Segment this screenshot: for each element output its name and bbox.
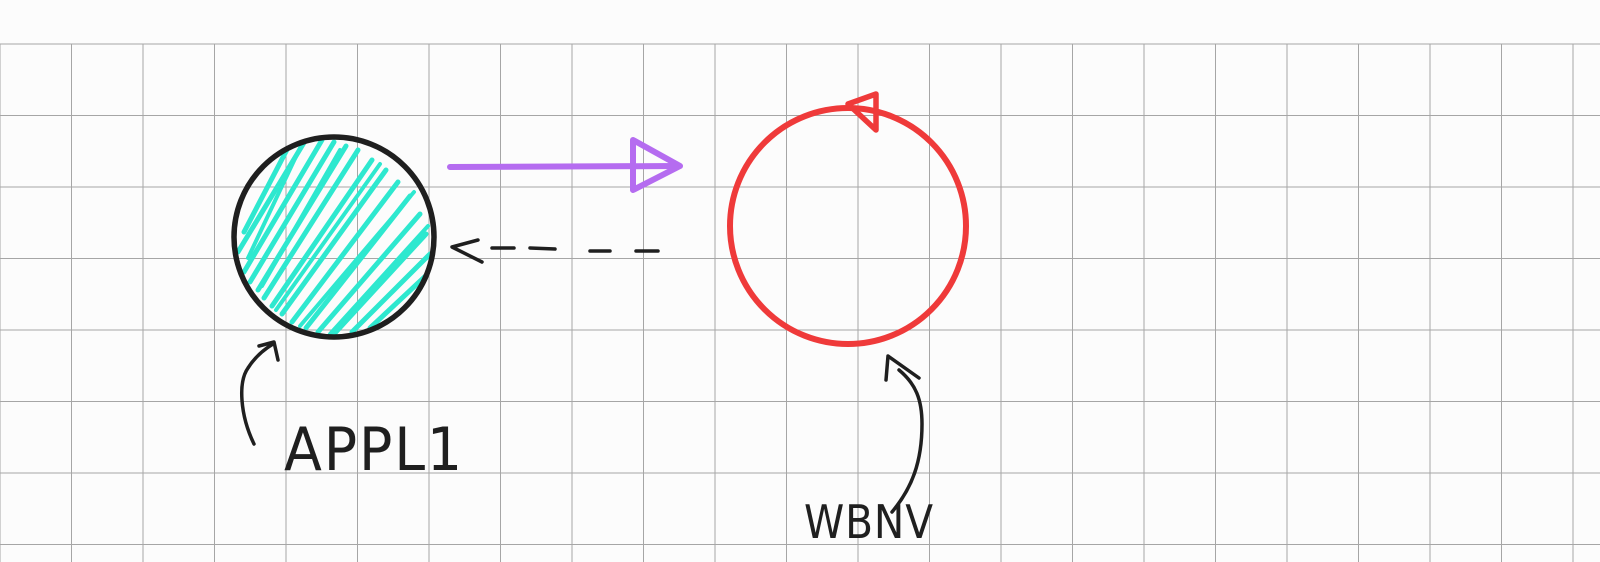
wbnv-pointer-arrow (884, 354, 924, 514)
edge-wbnv-to-appl1[interactable] (450, 238, 660, 264)
open-chevron-arrowhead (450, 238, 484, 264)
appl1-hatch-strokes-2 (246, 146, 430, 336)
open-triangle-arrowhead (630, 137, 683, 193)
appl1-circle (231, 134, 437, 340)
node-appl1[interactable] (231, 134, 437, 340)
node-wbnv[interactable] (727, 91, 969, 347)
edge-appl1-to-wbnv[interactable] (447, 137, 683, 193)
wbnv-circle (727, 105, 969, 347)
appl1-pointer-arrow (240, 340, 280, 446)
edge-line (447, 163, 681, 170)
wbnv-self-loop-arrowhead (845, 91, 879, 133)
wbnv-label: WBNV (804, 495, 934, 549)
appl1-label: APPL1 (284, 415, 464, 485)
dashed-edge-line (490, 246, 660, 253)
background-grid (0, 43, 1600, 562)
appl1-hatch-fill (235, 137, 434, 337)
